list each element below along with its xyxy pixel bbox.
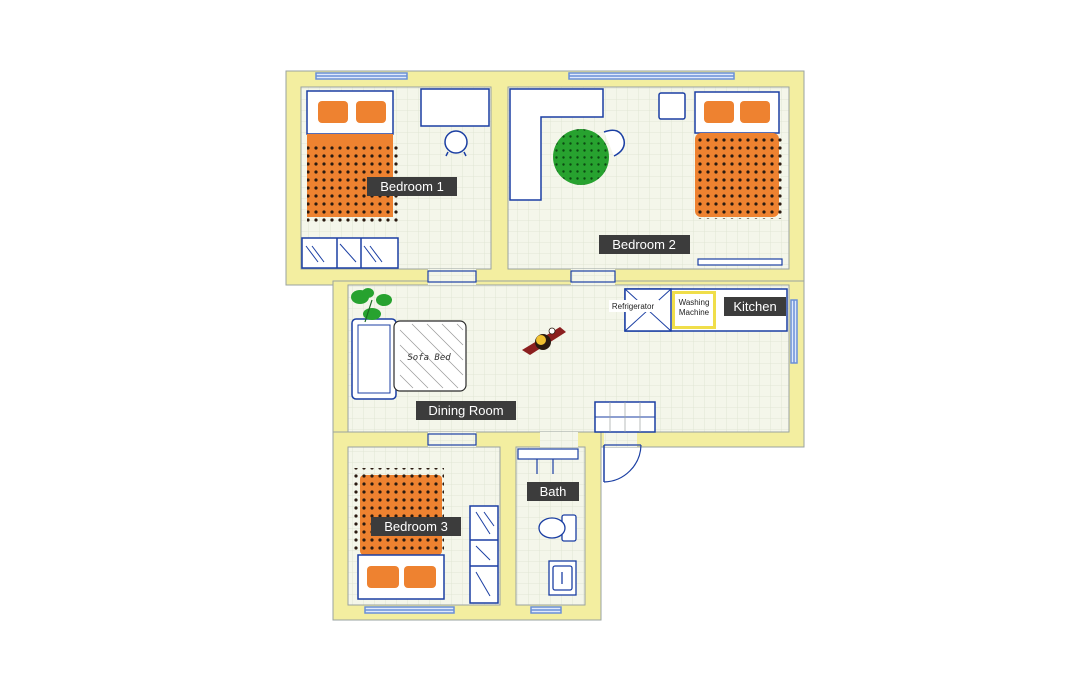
windows: [315, 72, 798, 614]
label-dining-room-bg: [416, 401, 516, 420]
label-bedroom-3-bg: [371, 517, 461, 536]
window-bath: [530, 606, 562, 614]
label-bedroom-1-bg: [367, 177, 457, 196]
entry-cabinet: [594, 401, 656, 433]
washing-machine-label-line1: Washing: [679, 298, 710, 307]
bedroom-3: Bedroom 3: [354, 468, 499, 604]
window-bedroom-2: [568, 72, 735, 80]
bedroom-2: Bedroom 2: [509, 88, 785, 266]
window-bedroom-1: [315, 72, 408, 80]
window-kitchen: [790, 299, 798, 364]
l-desk-bedroom-2: [509, 88, 604, 201]
bath: Bath: [517, 448, 579, 596]
wardrobe-bedroom-1: [301, 237, 399, 269]
toilet-icon: [538, 514, 577, 542]
sink-icon: [548, 560, 577, 596]
label-dining-room: Dining Room: [428, 403, 503, 418]
washing-machine-label-line2: Machine: [679, 308, 710, 317]
desk-bedroom-1: [420, 88, 490, 157]
entry-door: [603, 444, 642, 483]
plant-bedroom-2: [553, 129, 626, 185]
wardrobe-bedroom-3: [469, 505, 499, 604]
kitchen-counter: Refrigerator Washing Machine Kitchen: [609, 288, 788, 332]
label-bedroom-2-bg: [599, 235, 690, 254]
window-bedroom-3: [364, 606, 455, 614]
sofa-bed: Sofa Bed: [351, 318, 467, 400]
refrigerator: Refrigerator: [609, 288, 672, 332]
label-bath-bg: [527, 482, 579, 501]
bed-bedroom-2: [694, 91, 785, 219]
washing-machine: Washing Machine: [672, 291, 716, 329]
label-kitchen-bg: [724, 297, 786, 316]
label-bath: Bath: [540, 484, 567, 499]
plant-dining: [351, 288, 392, 323]
plant-icon: [553, 129, 609, 185]
label-bedroom-3: Bedroom 3: [384, 519, 448, 534]
stool-icon: [444, 130, 468, 154]
label-bedroom-1: Bedroom 1: [380, 179, 444, 194]
sofa-bed-label: Sofa Bed: [407, 353, 451, 363]
label-kitchen: Kitchen: [733, 299, 776, 314]
refrigerator-label: Refrigerator: [612, 302, 655, 311]
bedroom-1: Bedroom 1: [301, 88, 490, 269]
bed-bedroom-1: [306, 90, 401, 222]
label-bedroom-2: Bedroom 2: [612, 237, 676, 252]
shower-icon: [517, 448, 579, 474]
person-icon: [522, 327, 566, 355]
dining-room: Sofa Bed Refrigerator: [351, 288, 788, 433]
